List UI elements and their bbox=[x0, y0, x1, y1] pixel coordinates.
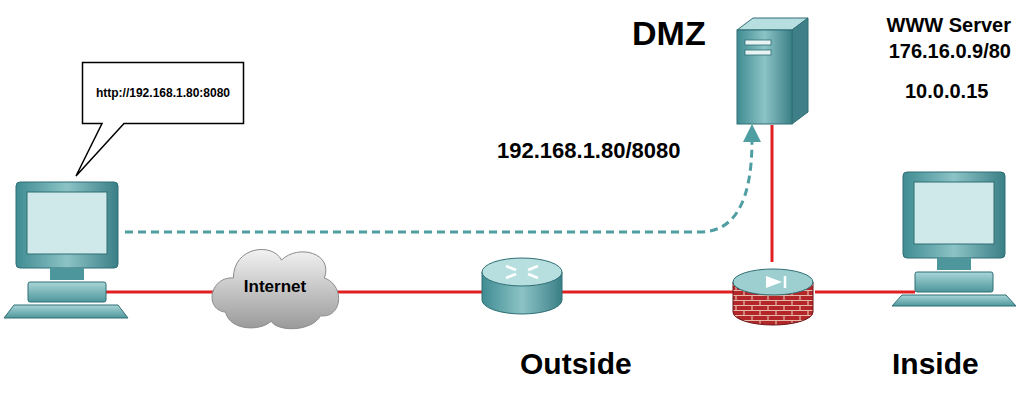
server-name: WWW Server bbox=[887, 14, 1011, 37]
zone-label: DMZ bbox=[632, 14, 706, 53]
cloud-path bbox=[212, 249, 339, 328]
zone-label: Outside bbox=[520, 347, 632, 381]
request-path bbox=[125, 124, 761, 232]
firewall bbox=[733, 269, 813, 325]
host-address: 10.0.0.15 bbox=[905, 80, 988, 103]
speech-bubble: http://192.168.1.80:8080 bbox=[82, 62, 244, 124]
zone-label: Inside bbox=[892, 347, 979, 381]
router bbox=[482, 258, 562, 314]
server-address: 176.16.0.9/80 bbox=[889, 40, 1011, 63]
bubble-path bbox=[76, 63, 244, 177]
network-wires bbox=[105, 125, 915, 292]
client-pc bbox=[4, 182, 128, 318]
inside-pc bbox=[892, 172, 1016, 306]
www-server bbox=[737, 18, 808, 124]
node-text: Internet bbox=[244, 277, 306, 297]
nat-address: 192.168.1.80/8080 bbox=[497, 138, 681, 164]
internet-cloud: Internet bbox=[210, 242, 340, 332]
node-text: http://192.168.1.80:8080 bbox=[96, 86, 230, 100]
